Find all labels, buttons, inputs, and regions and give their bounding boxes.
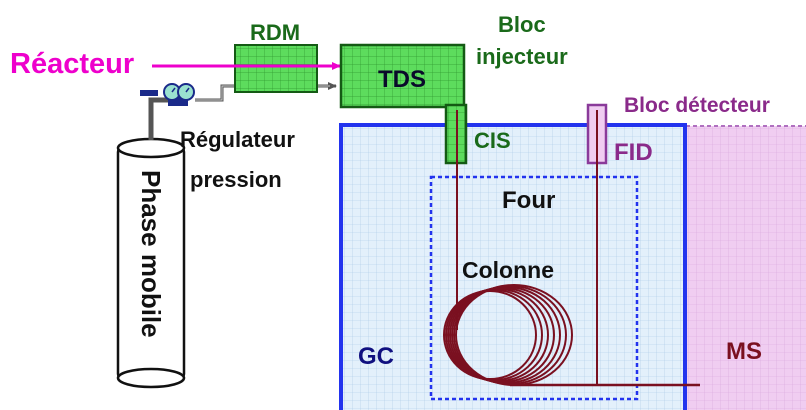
ms-box [685, 125, 806, 410]
rdm-box [234, 44, 318, 93]
mobile-phase-label: Phase mobile [136, 170, 166, 338]
injector-block-label-line1: Bloc [498, 12, 546, 37]
pressure-regulator-icon [140, 83, 195, 106]
cis-label: CIS [474, 128, 511, 153]
tds-box [339, 43, 466, 109]
gc-label: GC [358, 343, 394, 370]
injector-block-label-line2: injecteur [476, 44, 568, 69]
column-label: Colonne [462, 257, 554, 283]
detector-block-label: Bloc détecteur [624, 94, 770, 117]
regulator-label-line2: pression [190, 167, 282, 192]
gc-box [339, 123, 687, 410]
regulator-label-line1: Régulateur [180, 127, 295, 152]
oven-box [429, 175, 639, 401]
gas-line [148, 97, 176, 140]
fid-label: FID [614, 139, 653, 166]
tds-label: TDS [378, 66, 426, 93]
column-coil [443, 284, 573, 386]
rdm-label: RDM [250, 20, 300, 45]
ms-label: MS [726, 338, 762, 365]
oven-label: Four [502, 187, 555, 214]
reactor-label: Réacteur [10, 48, 134, 80]
